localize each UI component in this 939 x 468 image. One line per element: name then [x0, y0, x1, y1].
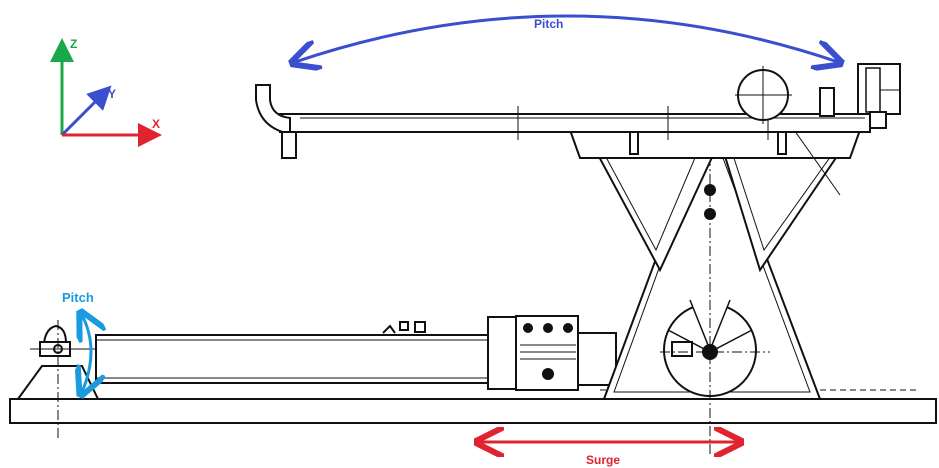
x-axis-label: X: [152, 117, 160, 131]
left-pitch-indicator: Pitch: [62, 290, 94, 392]
surge-indicator: Surge: [480, 442, 738, 467]
base-plate: [9, 389, 937, 424]
top-pitch-indicator: Pitch: [295, 14, 838, 62]
surge-label: Surge: [586, 453, 620, 467]
z-axis-label: Z: [70, 37, 77, 51]
linear-actuator: [95, 315, 617, 391]
coordinate-axes: Z Y X: [50, 37, 162, 147]
top-pitch-label: Pitch: [534, 17, 563, 31]
y-axis-label: Y: [108, 87, 116, 101]
y-axis-arrow: [60, 85, 112, 137]
support-frame: [568, 109, 862, 273]
left-pitch-label: Pitch: [62, 290, 94, 305]
top-platform: [255, 63, 901, 159]
